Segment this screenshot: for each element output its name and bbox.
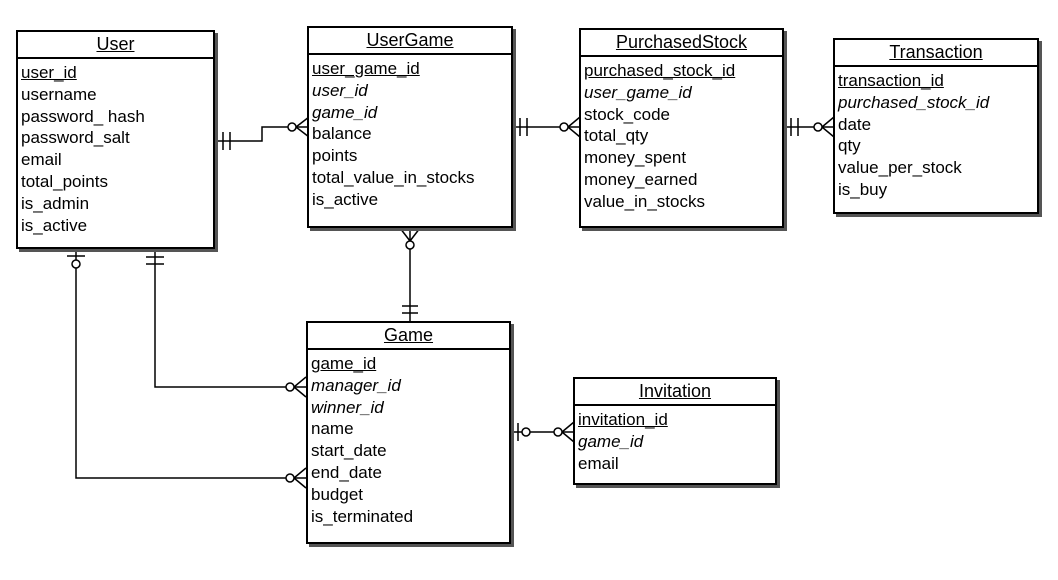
field-email: email — [578, 453, 619, 473]
field-user-game-id: user_game_id — [584, 82, 692, 102]
field-game-id: game_id — [311, 354, 377, 373]
entity-title: Invitation — [575, 379, 775, 406]
rel-purchasedstock-transaction — [784, 116, 835, 138]
entity-transaction: Transaction transaction_id purchased_stoc… — [833, 38, 1039, 214]
field-password-salt: password_salt — [21, 128, 130, 148]
field-total-points: total_points — [21, 171, 108, 191]
field-game-id: game_id — [578, 431, 644, 451]
field-money-earned: money_earned — [584, 169, 698, 189]
rel-user-usergame — [215, 116, 310, 150]
field-password-hash: password_ hash — [21, 106, 145, 126]
field-value-in-stocks: value_in_stocks — [584, 191, 705, 211]
entity-title: User — [18, 32, 213, 59]
field-end-date: end_date — [311, 462, 382, 482]
field-is-admin: is_admin — [21, 193, 90, 213]
field-transaction-id: transaction_id — [838, 71, 944, 90]
field-is-active: is_active — [312, 189, 379, 209]
field-user-id: user_id — [21, 63, 77, 82]
rel-user-game-manager — [146, 249, 307, 398]
field-budget: budget — [311, 484, 363, 504]
rel-user-game-winner — [67, 249, 307, 489]
field-is-terminated: is_terminated — [311, 506, 414, 526]
rel-game-invitation — [511, 421, 575, 443]
field-purchased-stock-id: purchased_stock_id — [584, 61, 736, 80]
field-invitation-id: invitation_id — [578, 410, 668, 429]
rel-game-usergame — [399, 227, 421, 322]
entity-title: Transaction — [835, 40, 1037, 67]
field-is-buy: is_buy — [838, 179, 888, 199]
field-purchased-stock-id: purchased_stock_id — [838, 92, 990, 112]
field-winner-id: winner_id — [311, 397, 384, 417]
field-game-id: game_id — [312, 102, 378, 122]
field-username: username — [21, 84, 97, 104]
field-qty: qty — [838, 136, 861, 156]
field-stock-code: stock_code — [584, 104, 670, 124]
field-manager-id: manager_id — [311, 375, 401, 395]
field-is-active: is_active — [21, 215, 88, 235]
field-start-date: start_date — [311, 441, 387, 461]
field-user-id: user_id — [312, 80, 368, 100]
field-total-qty: total_qty — [584, 126, 649, 146]
field-value-per-stock: value_per_stock — [838, 158, 962, 178]
field-balance: balance — [312, 124, 372, 144]
entity-title: Game — [308, 323, 509, 350]
field-points: points — [312, 146, 358, 166]
entity-title: UserGame — [309, 28, 511, 55]
field-user-game-id: user_game_id — [312, 59, 420, 78]
field-name: name — [311, 419, 354, 439]
field-money-spent: money_spent — [584, 148, 687, 168]
entity-title: PurchasedStock — [581, 30, 782, 57]
field-date: date — [838, 114, 872, 134]
rel-usergame-purchasedstock — [513, 116, 581, 138]
field-email: email — [21, 150, 62, 170]
field-total-value-in-stocks: total_value_in_stocks — [312, 167, 475, 187]
entity-purchasedstock: PurchasedStock purchased_stock_id user_ga… — [579, 28, 784, 228]
